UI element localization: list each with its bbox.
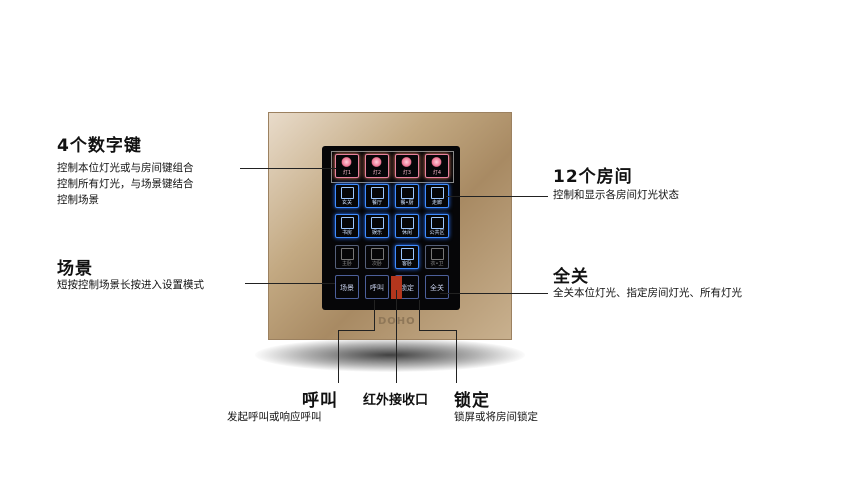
room-icon <box>401 217 414 229</box>
desc-line: 控制所有灯光，与场景键结合 <box>57 178 194 190</box>
lock-desc: 锁屏或将房间锁定 <box>454 411 538 423</box>
key-label: 次卧 <box>371 261 382 267</box>
leader-line <box>240 168 336 169</box>
call-title: 呼叫 <box>302 391 338 411</box>
desc-line: 控制本位灯光或与房间键组合 <box>57 162 194 174</box>
room-key[interactable]: 客卧 <box>395 245 419 269</box>
room-icon <box>431 248 444 260</box>
room-key[interactable]: 公共区 <box>425 214 449 238</box>
key-label: 书房 <box>341 230 352 236</box>
room-key[interactable]: 次卧 <box>365 245 389 269</box>
key-label: 灯1 <box>342 170 352 176</box>
leader-line <box>440 293 548 294</box>
room-icon <box>371 248 384 260</box>
room-icon <box>431 187 444 199</box>
key-label: 呼叫 <box>370 284 384 292</box>
bulb-icon <box>431 157 442 167</box>
room-icon <box>401 248 414 260</box>
lamp-key[interactable]: 灯2 <box>365 154 389 178</box>
key-label: 餐•厨 <box>400 200 414 206</box>
key-label: 灯4 <box>432 170 442 176</box>
room-key[interactable]: 餐•厨 <box>395 184 419 208</box>
bulb-icon <box>371 157 382 167</box>
key-label: 灯3 <box>402 170 412 176</box>
key-label: 公共区 <box>429 230 445 236</box>
panel-button[interactable]: 呼叫 <box>365 275 389 299</box>
key-label: 娱乐 <box>371 230 382 236</box>
room-icon <box>401 187 414 199</box>
leader-line <box>338 330 339 383</box>
leader-line <box>338 330 375 331</box>
lamp-key[interactable]: 灯3 <box>395 154 419 178</box>
lock-title: 锁定 <box>454 391 490 411</box>
leader-line <box>396 290 397 383</box>
room-key[interactable]: 休闲 <box>395 214 419 238</box>
key-label: 走廊 <box>431 200 442 206</box>
leader-line <box>456 330 457 383</box>
call-desc: 发起呼叫或响应呼叫 <box>227 411 322 423</box>
rooms-title: 12个房间 <box>553 167 633 187</box>
keys-title: 4个数字键 <box>57 136 142 156</box>
room-icon <box>371 187 384 199</box>
panel-button[interactable]: 全关 <box>425 275 449 299</box>
leader-line <box>419 330 457 331</box>
leader-line <box>374 300 375 331</box>
leader-line <box>446 196 548 197</box>
room-key[interactable]: 衣•卫 <box>425 245 449 269</box>
ir-title: 红外接收口 <box>363 393 429 408</box>
key-label: 玄关 <box>341 200 352 206</box>
desc-line: 控制场景 <box>57 194 99 206</box>
lamp-keys-frame <box>331 151 454 183</box>
panel-shadow <box>255 338 525 372</box>
room-icon <box>371 217 384 229</box>
key-label: 客卧 <box>401 261 412 267</box>
room-icon <box>431 217 444 229</box>
alloff-desc: 全关本位灯光、指定房间灯光、所有灯光 <box>553 287 742 299</box>
room-key[interactable]: 娱乐 <box>365 214 389 238</box>
key-label: 锁定 <box>400 284 414 292</box>
lamp-key[interactable]: 灯4 <box>425 154 449 178</box>
panel-button[interactable]: 场景 <box>335 275 359 299</box>
room-key[interactable]: 书房 <box>335 214 359 238</box>
keys-desc: 控制本位灯光或与房间键组合 控制所有灯光，与场景键结合 控制场景 <box>57 160 194 208</box>
leader-line <box>245 283 335 284</box>
bulb-icon <box>341 157 352 167</box>
key-label: 灯2 <box>372 170 382 176</box>
room-icon <box>341 248 354 260</box>
scene-title: 场景 <box>57 259 93 279</box>
leader-line <box>419 300 420 331</box>
key-label: 全关 <box>430 284 444 292</box>
room-key[interactable]: 餐厅 <box>365 184 389 208</box>
key-label: 场景 <box>340 284 354 292</box>
scene-desc: 短按控制场景长按进入设置模式 <box>57 279 204 291</box>
rooms-desc: 控制和显示各房间灯光状态 <box>553 189 679 201</box>
key-label: 休闲 <box>401 230 412 236</box>
ir-receiver <box>391 276 402 299</box>
alloff-title: 全关 <box>553 267 589 287</box>
room-icon <box>341 217 354 229</box>
key-label: 餐厅 <box>371 200 382 206</box>
key-label: 衣•卫 <box>430 261 444 267</box>
lamp-key[interactable]: 灯1 <box>335 154 359 178</box>
key-label: 主卧 <box>341 261 352 267</box>
room-key[interactable]: 玄关 <box>335 184 359 208</box>
room-key[interactable]: 主卧 <box>335 245 359 269</box>
bulb-icon <box>401 157 412 167</box>
room-icon <box>341 187 354 199</box>
